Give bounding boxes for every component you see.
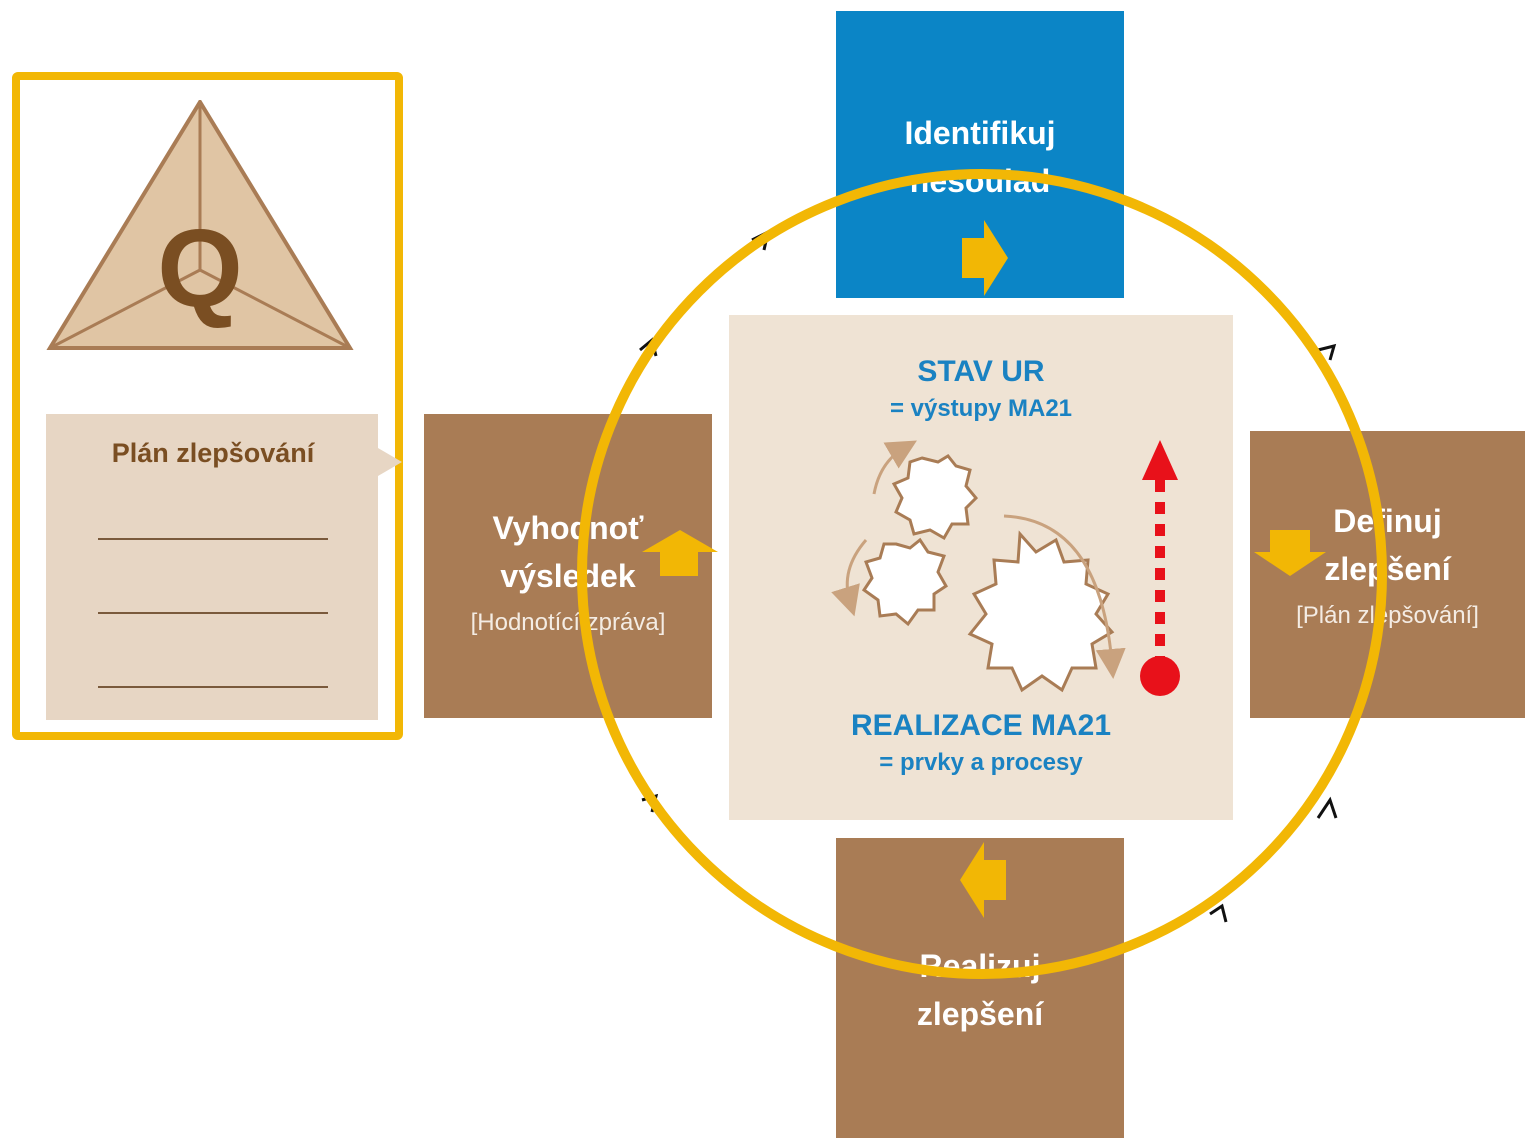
rotation-arrow-icon [872, 440, 917, 495]
center-top-title: STAV UR [917, 355, 1045, 388]
cycle-tick-icon [1316, 796, 1338, 819]
highlight-frame-left [12, 72, 403, 740]
arrow-right-icon [962, 220, 1008, 296]
arrow-left-icon [960, 842, 1006, 918]
gear-small-left-icon [861, 537, 948, 627]
red-arrow-start-dot [1140, 656, 1180, 696]
center-bottom-sub: = prvky a procesy [879, 749, 1083, 776]
step-define-line2: zlepšení [1324, 551, 1451, 587]
step-define-line1: Definuj [1333, 503, 1442, 539]
step-identify-line1: Identifikuj [904, 115, 1056, 151]
plan-line [98, 686, 328, 688]
step-define: Definuj zlepšení [Plán zlepšování] [1250, 431, 1525, 718]
cycle-tick-icon [1209, 903, 1228, 923]
center-top-sub: = výstupy MA21 [889, 395, 1073, 422]
cycle-tick-icon [1317, 343, 1337, 361]
step-evaluate-line2: výsledek [500, 558, 636, 594]
arrow-down-icon [1254, 530, 1326, 576]
step-realize: Realizuj zlepšení [836, 838, 1124, 1138]
plan-card: Plán zlepšování [46, 414, 402, 720]
step-evaluate-line1: Vyhodnoť [492, 510, 644, 546]
plan-line [98, 538, 328, 540]
arrow-up-icon [642, 530, 718, 576]
rotation-arrow-icon [831, 539, 868, 617]
highlight-circle [577, 169, 1387, 979]
plan-title: Plán zlepšování [111, 438, 315, 468]
red-arrow-head-icon [1142, 440, 1178, 480]
rotation-arrow-icon [1003, 514, 1126, 679]
center-bottom-title: REALIZACE MA21 [850, 709, 1112, 742]
quality-pyramid-icon: Q [46, 100, 354, 350]
pyramid-letter: Q [157, 207, 243, 330]
center-panel: STAV UR = výstupy MA21 REALIZACE MA21 = … [729, 315, 1233, 820]
plan-line [98, 612, 328, 614]
step-define-sub: [Plán zlepšování] [1296, 602, 1479, 629]
step-realize-line2: zlepšení [916, 996, 1044, 1032]
gear-small-top-icon [891, 454, 979, 541]
step-evaluate-sub: [Hodnotící zpráva] [470, 609, 666, 636]
gear-large-icon [967, 530, 1115, 693]
